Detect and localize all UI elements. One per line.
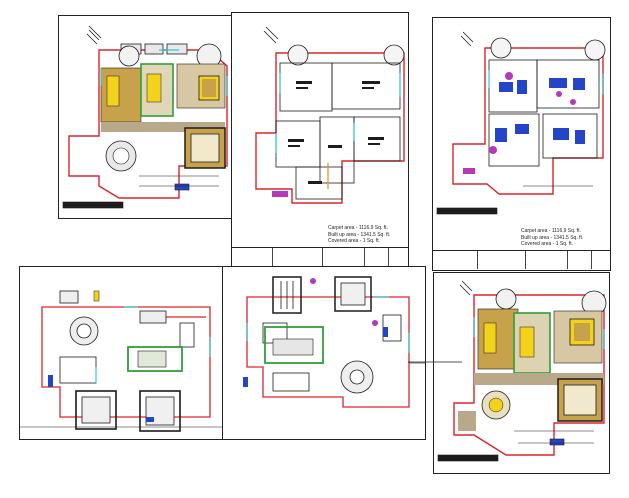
- area-notes-sheet-2: Carpet area - 1116.9 Sq. ft. Built up ar…: [328, 225, 390, 245]
- floor-plan-2: [255, 26, 405, 204]
- covered-area-note: Covered area - 1 Sq. ft.: [328, 238, 380, 244]
- carpet-area-note: Carpet area - 1116.9 Sq. ft.: [328, 225, 388, 231]
- floor-plan-1: [62, 25, 228, 209]
- floor-plan-4: [20, 290, 222, 432]
- sheet-color-plan-1: [58, 15, 232, 219]
- built-up-area-note: Built up area - 1341.5 Sq. ft.: [521, 234, 584, 241]
- floor-plan-3: [436, 31, 606, 215]
- sheet-color-plan-2: [433, 272, 610, 474]
- floor-plan-5: [243, 276, 425, 408]
- sheet-upper-plan: [222, 266, 426, 440]
- area-notes-sheet-3: Carpet area - 1116.9 Sq. ft. Built up ar…: [521, 228, 583, 248]
- built-up-area-note: Built up area - 1341.5 Sq. ft.: [328, 231, 391, 238]
- sheet-furniture-layout: Carpet area - 1116.9 Sq. ft. Built up ar…: [432, 17, 611, 271]
- sheet-ground-plan: [19, 266, 223, 440]
- sheet-room-layout: Carpet area - 1116.9 Sq. ft. Built up ar…: [231, 12, 409, 268]
- title-block-2: [232, 247, 408, 266]
- floor-plan-6: [437, 280, 607, 462]
- carpet-area-note: Carpet area - 1116.9 Sq. ft.: [521, 228, 581, 234]
- covered-area-note: Covered area - 1 Sq. ft.: [521, 241, 573, 247]
- title-block-3: [433, 250, 610, 269]
